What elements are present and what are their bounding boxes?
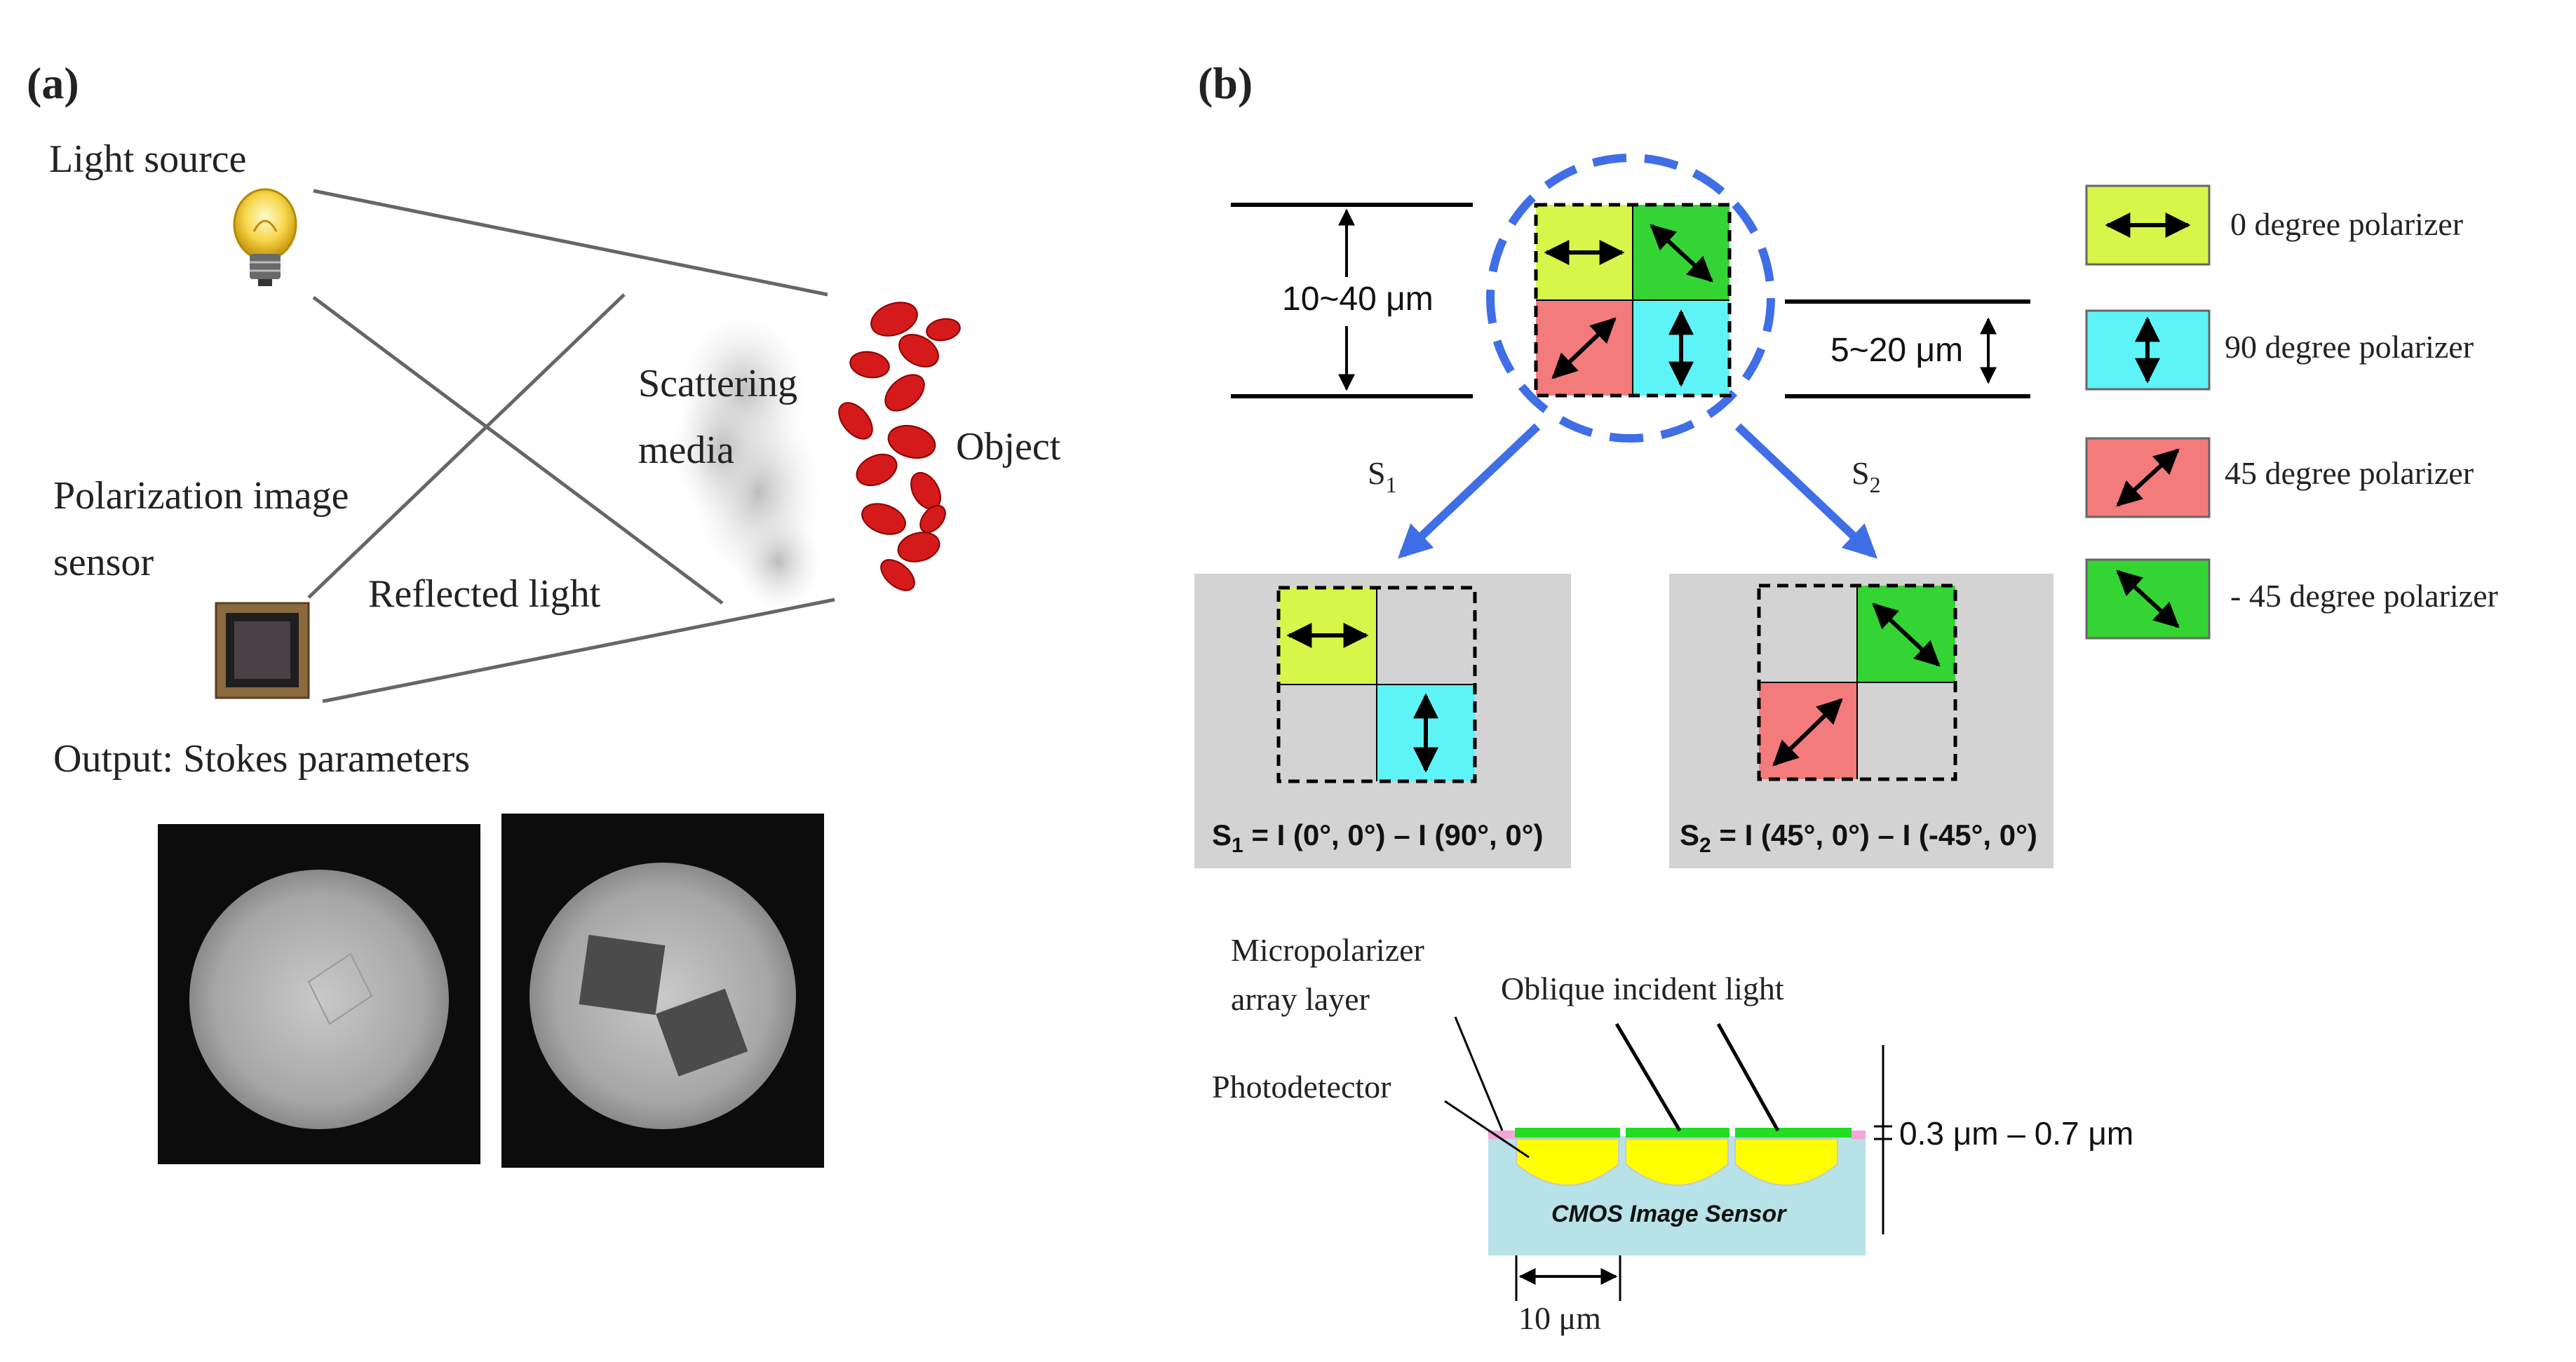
highlight-dashed-circle [1486,154,1775,443]
sensor-label-1: Polarization image [53,474,349,518]
pitch-label-bg [1273,277,1420,326]
s2-arrow-label: S2 [1852,455,1881,497]
light-bulb-icon [233,188,297,286]
s1-formula: S1 = I (0°, 0°) – I (90°, 0°) [1212,818,1544,857]
panel-a: (a) Light source Scattering media [27,58,1061,1168]
s2-panel: S2 = I (45°, 0°) – I (-45°, 0°) [1669,574,2054,868]
cmos-label: CMOS Image Sensor [1551,1201,1787,1227]
smoke-cloud-icon [673,316,821,610]
blue-arrows [1398,423,1877,559]
legend-item-0-degree: 0 degree polarizer [2085,184,2463,266]
legend-label-0-degree: 0 degree polarizer [2230,206,2463,242]
panel-b: (b) 10~40 μm 5~20 μm [1194,58,2498,1336]
s1-arrow-label: S1 [1368,455,1397,497]
scattering-media-label-2: media [638,429,734,472]
legend-item-minus-45-degree: - 45 degree polarizer [2085,558,2498,640]
polarizer-pixel-grid [1534,203,1732,398]
oblique-light-label: Oblique incident light [1501,971,1784,1006]
object-label: Object [956,425,1061,468]
photodetector-label: Photodetector [1212,1069,1391,1105]
legend-label-90-degree: 90 degree polarizer [2225,329,2474,365]
legend-label-45-degree: 45 degree polarizer [2225,455,2474,491]
thickness-label: 0.3 μm – 0.7 μm [1899,1115,2133,1152]
panel-a-label: (a) [27,58,79,108]
legend-item-45-degree: 45 degree polarizer [2085,437,2474,518]
stokes-image-s1 [158,824,480,1164]
reflected-light-label: Reflected light [368,572,601,616]
legend-label-minus-45-degree: - 45 degree polarizer [2230,578,2498,614]
light-source-label: Light source [49,137,246,181]
pitch-dimension-small [1785,299,2030,398]
s1-panel: S1 = I (0°, 0°) – I (90°, 0°) [1194,574,1571,868]
panel-b-label: (b) [1198,58,1253,108]
stokes-image-s2 [501,814,824,1168]
pixel-width-label: 10 μm [1518,1300,1601,1336]
micropolarizer-label-2: array layer [1231,981,1370,1017]
pitch-small-label: 5~20 μm [1830,332,1963,369]
pitch-large-label: 10~40 μm [1282,281,1434,318]
micropolarizer-label-1: Micropolarizer [1231,932,1424,968]
polarizer-legend: 0 degree polarizer 90 degree polarizer 4… [2085,184,2498,640]
cmos-cross-section: Micropolarizer array layer Oblique incid… [1212,932,2133,1336]
image-sensor-chip-icon [215,602,310,699]
ray-lines [307,189,835,703]
sensor-label-2: sensor [53,541,154,584]
red-blood-cells-icon [838,302,961,591]
s2-formula: S2 = I (45°, 0°) – I (-45°, 0°) [1680,818,2037,857]
output-label: Output: Stokes parameters [53,737,470,781]
legend-item-90-degree: 90 degree polarizer [2085,309,2474,391]
scattering-media-label-1: Scattering [638,362,797,405]
